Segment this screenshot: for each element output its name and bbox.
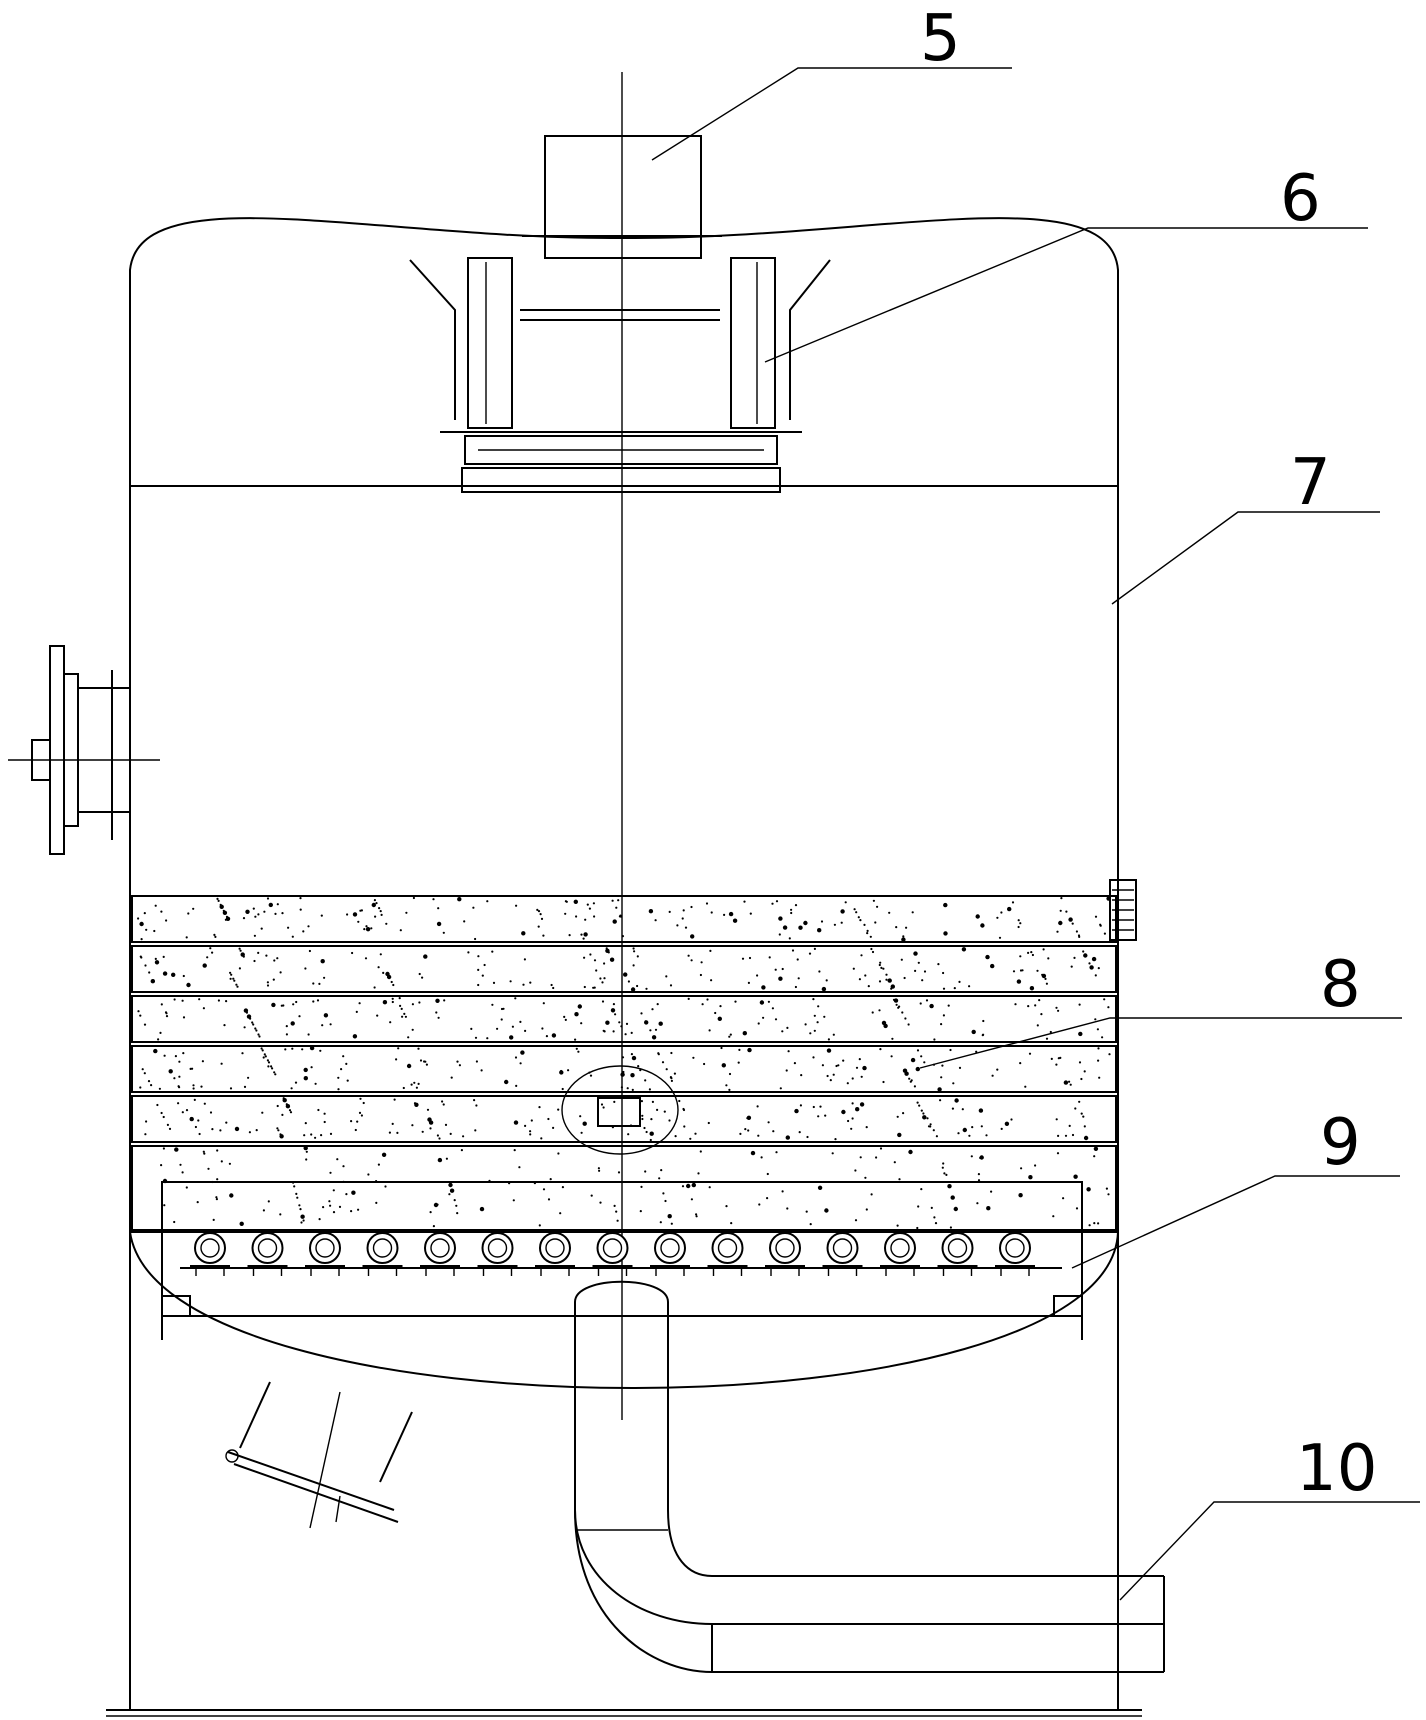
filter-nozzle bbox=[937, 1232, 978, 1276]
filter-nozzle bbox=[190, 1232, 230, 1276]
filter-nozzle bbox=[420, 1232, 460, 1276]
water-distributor bbox=[409, 257, 831, 493]
side-manway bbox=[8, 645, 160, 855]
filter-nozzle bbox=[707, 1232, 748, 1276]
vessel-shell bbox=[106, 217, 1142, 1717]
filter-nozzle bbox=[247, 1232, 288, 1276]
filter-nozzle bbox=[765, 1232, 805, 1276]
label-10: 10 bbox=[1296, 1432, 1377, 1506]
filter-nozzle bbox=[477, 1232, 518, 1276]
leader-lines bbox=[651, 67, 1420, 1601]
media-speckles bbox=[137, 896, 1111, 1230]
filter-media-bed bbox=[131, 879, 1137, 1231]
filter-nozzle bbox=[535, 1232, 575, 1276]
filter-nozzle bbox=[362, 1232, 403, 1276]
label-7: 7 bbox=[1290, 446, 1331, 520]
filter-nozzle bbox=[995, 1232, 1035, 1276]
media-layer bbox=[131, 895, 1117, 943]
top-inlet-nozzle bbox=[522, 135, 722, 259]
filter-nozzle bbox=[822, 1232, 863, 1276]
filter-nozzle bbox=[592, 1232, 633, 1276]
media-layer bbox=[131, 1145, 1117, 1231]
filter-nozzle bbox=[305, 1232, 345, 1276]
media-layer bbox=[131, 945, 1117, 993]
filter-nozzle bbox=[650, 1232, 690, 1276]
filter-nozzles bbox=[190, 1232, 1035, 1276]
label-5: 5 bbox=[920, 2, 961, 76]
label-6: 6 bbox=[1280, 162, 1321, 236]
bottom-inspection-port bbox=[225, 1381, 413, 1529]
filter-nozzle bbox=[880, 1232, 920, 1276]
media-layer bbox=[131, 1045, 1117, 1093]
media-layer bbox=[131, 995, 1117, 1043]
part-labels: 5 6 7 8 9 10 bbox=[920, 2, 1377, 1506]
outlet-pipe bbox=[574, 1280, 1165, 1673]
media-layer bbox=[131, 1095, 1117, 1143]
label-8: 8 bbox=[1320, 948, 1361, 1022]
label-9: 9 bbox=[1320, 1106, 1361, 1180]
nozzle-plate bbox=[161, 1230, 1083, 1340]
